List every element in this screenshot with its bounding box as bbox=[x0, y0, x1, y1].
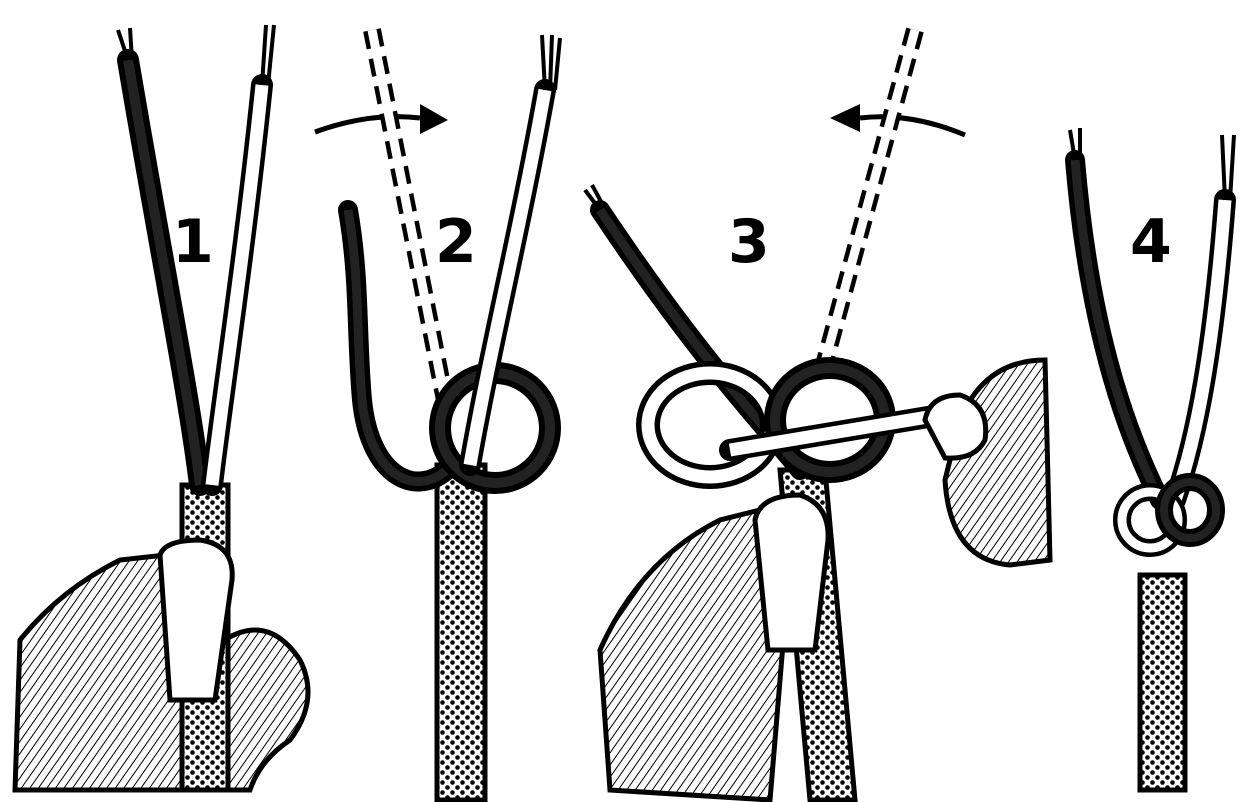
step-4-illustration: 4 bbox=[1070, 128, 1234, 790]
left-thumb-step-3 bbox=[755, 495, 828, 650]
step-number-4: 4 bbox=[1130, 207, 1172, 277]
turn-arrow-left bbox=[860, 117, 965, 135]
turn-arrow-right bbox=[315, 117, 420, 132]
step-1-illustration: 1 bbox=[15, 25, 308, 790]
step-2-illustration: 2 bbox=[315, 30, 560, 800]
right-thumb-step-3 bbox=[925, 395, 986, 458]
step-number-1: 1 bbox=[172, 207, 214, 277]
cable-sheath-step-2 bbox=[437, 465, 485, 800]
step-number-2: 2 bbox=[435, 207, 477, 277]
right-hand-step-3 bbox=[945, 360, 1050, 565]
step-3-illustration: 3 bbox=[585, 30, 1050, 800]
step-number-3: 3 bbox=[728, 207, 770, 277]
cable-sheath-step-4 bbox=[1140, 575, 1185, 790]
